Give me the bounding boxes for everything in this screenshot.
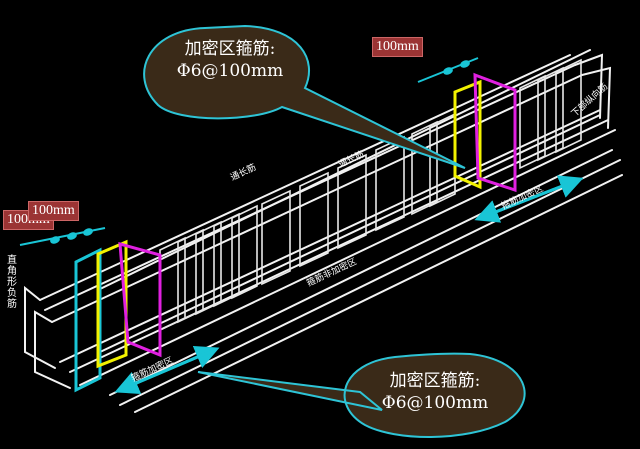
callout-bubbles (143, 24, 526, 438)
bottom-callout-text: 加密区箍筋: Φ6@100mm (355, 370, 515, 414)
stirrups (159, 58, 582, 332)
bottom-callout-line1: 加密区箍筋: (389, 371, 481, 391)
top-callout-line2: Φ6@100mm (176, 61, 284, 81)
top-callout-text: 加密区箍筋: Φ6@100mm (160, 38, 300, 82)
spacing-tag-left-front: 100mm (28, 201, 79, 221)
top-callout-line1: 加密区箍筋: (184, 39, 276, 59)
top-callout-bubble (143, 24, 466, 169)
spacing-tag-right: 100mm (372, 37, 423, 57)
dense-zone-arrows (114, 175, 584, 394)
longitudinal-bars (24, 49, 623, 413)
right-magenta-stirrup (473, 72, 517, 193)
spacing-marks (19, 57, 479, 246)
left-cyan-stirrup (74, 247, 102, 393)
bottom-callout-line2: Φ6@100mm (381, 393, 489, 413)
left-yellow-stirrup (96, 239, 128, 369)
bottom-callout-bubble (197, 352, 526, 438)
highlight-stirrups (74, 72, 517, 393)
right-yellow-stirrup (453, 79, 482, 190)
label-corner-bar: 直角形负筋 (7, 255, 17, 310)
left-magenta-stirrup (118, 241, 162, 358)
